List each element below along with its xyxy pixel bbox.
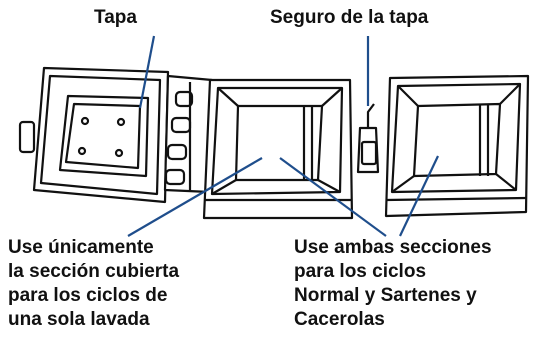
lid-label: Tapa: [94, 7, 137, 28]
both-sections-callout-line-2: [399, 155, 439, 237]
both-sections-label-line-1: Use ambas secciones: [294, 237, 492, 258]
hinge-drawing: [163, 74, 214, 194]
open-compartment-drawing: [384, 74, 530, 218]
both-sections-label-line-4: Cacerolas: [294, 309, 385, 330]
covered-section-label-line-4: una sola lavada: [8, 309, 150, 330]
lid-lock-label: Seguro de la tapa: [270, 7, 429, 28]
lid-lock-drawing: [356, 103, 380, 174]
both-sections-callout-line-1: [279, 157, 387, 237]
both-sections-label-line-2: para los ciclos: [294, 261, 427, 282]
covered-compartment-drawing: [202, 78, 354, 220]
covered-section-label-line-1: Use únicamente: [8, 237, 154, 258]
covered-section-label-line-2: la sección cubierta: [8, 261, 180, 282]
lid-callout-line: [138, 35, 156, 109]
lid-drawing: [18, 66, 170, 204]
covered-section-callout-line: [127, 157, 263, 237]
both-sections-label-line-3: Normal y Sartenes y: [294, 285, 477, 306]
covered-section-label-line-3: para los ciclos de: [8, 285, 168, 306]
